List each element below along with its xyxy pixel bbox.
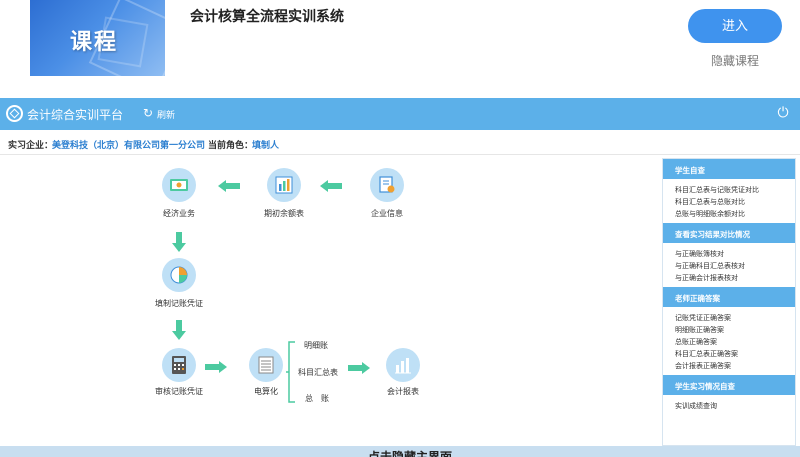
- panel-section-header: 学生自查: [663, 159, 795, 179]
- opening-balance-label: 期初余额表: [264, 209, 304, 218]
- logo-icon: [6, 105, 23, 122]
- course-title: 会计核算全流程实训系统: [190, 9, 344, 25]
- accounting-report-node[interactable]: [386, 348, 420, 382]
- info-bar: 实习企业： 美登科技（北京）有限公司第一分公司 当前角色： 填制人: [0, 130, 800, 155]
- role-value: 填制人: [252, 141, 280, 151]
- panel-item[interactable]: 科目汇总表与总账对比: [675, 198, 745, 206]
- refresh-button[interactable]: 刷新: [157, 111, 176, 121]
- panel-section-header: 查看实习结果对比情况: [663, 223, 795, 243]
- refresh-icon[interactable]: ↻: [143, 106, 154, 120]
- report-chart-icon: [395, 358, 411, 374]
- course-thumbnail-text: 课程: [70, 30, 119, 55]
- subject-summary-label[interactable]: 科目汇总表: [298, 368, 338, 377]
- panel-item[interactable]: 实训成绩查询: [675, 402, 717, 410]
- panel-item[interactable]: 总账正确答案: [675, 338, 717, 346]
- money-icon: [170, 179, 188, 191]
- ledger-icon: [258, 356, 274, 374]
- course-card: 课程 会计核算全流程实训系统 进入 隐藏课程: [0, 0, 800, 98]
- economic-business-node[interactable]: [162, 168, 196, 202]
- panel-item[interactable]: 会计报表正确答案: [675, 362, 731, 370]
- pie-chart-icon: [170, 266, 188, 284]
- panel-section-header: 学生实习情况自查: [663, 375, 795, 395]
- platform-header: 会计综合实训平台 ↻ 刷新 ⏻: [0, 98, 800, 130]
- computerization-label: 电算化: [254, 387, 278, 396]
- fill-voucher-label: 填制记账凭证: [155, 299, 203, 308]
- arrow-right-icon: [348, 362, 370, 374]
- arrow-left-icon: [320, 180, 342, 192]
- accounting-report-label: 会计报表: [387, 387, 419, 396]
- computerization-node[interactable]: [249, 348, 283, 382]
- company-label: 实习企业：: [8, 141, 54, 151]
- self-check-panel: 学生自查 科目汇总表与记账凭证对比 科目汇总表与总账对比 总账与明细账余额对比 …: [662, 158, 796, 446]
- panel-item[interactable]: 记账凭证正确答案: [675, 314, 731, 322]
- arrow-down-icon: [172, 320, 186, 340]
- panel-item[interactable]: 与正确账簿核对: [675, 250, 724, 258]
- course-thumbnail[interactable]: 课程: [30, 0, 165, 76]
- document-icon: [379, 176, 395, 193]
- platform-name: 会计综合实训平台: [27, 108, 124, 122]
- review-voucher-label: 审核记账凭证: [155, 387, 203, 396]
- panel-item[interactable]: 明细账正确答案: [675, 326, 724, 334]
- arrow-left-icon: [218, 180, 240, 192]
- power-icon[interactable]: ⏻: [777, 105, 789, 121]
- role-label: 当前角色：: [208, 141, 254, 151]
- calculator-icon: [172, 356, 186, 374]
- panel-item[interactable]: 科目汇总表正确答案: [675, 350, 738, 358]
- panel-item[interactable]: 与正确会计报表核对: [675, 274, 738, 282]
- detail-ledger-label[interactable]: 明细账: [304, 341, 328, 350]
- enter-button[interactable]: 进入: [688, 9, 782, 43]
- economic-business-label: 经济业务: [163, 209, 195, 218]
- company-info-node[interactable]: [370, 168, 404, 202]
- hide-course-link[interactable]: 隐藏课程: [711, 54, 760, 68]
- panel-item[interactable]: 总账与明细账余额对比: [675, 210, 745, 218]
- review-voucher-node[interactable]: [162, 348, 196, 382]
- process-flow: 企业信息 期初余额表 经济业务 填制记: [0, 156, 660, 446]
- opening-balance-node[interactable]: [267, 168, 301, 202]
- hide-main-button[interactable]: 点击隐藏主界面: [362, 446, 458, 457]
- company-value: 美登科技（北京）有限公司第一分公司: [52, 141, 206, 151]
- panel-item[interactable]: 科目汇总表与记账凭证对比: [675, 186, 759, 194]
- arrow-right-icon: [205, 361, 227, 373]
- bracket-icon: [286, 341, 295, 403]
- general-ledger-label[interactable]: 总 账: [305, 394, 329, 403]
- fill-voucher-node[interactable]: [162, 258, 196, 292]
- company-info-label: 企业信息: [371, 209, 403, 218]
- bar-chart-icon: [275, 176, 293, 194]
- arrow-down-icon: [172, 232, 186, 252]
- panel-section-header: 老师正确答案: [663, 287, 795, 307]
- panel-item[interactable]: 与正确科目汇总表核对: [675, 262, 745, 270]
